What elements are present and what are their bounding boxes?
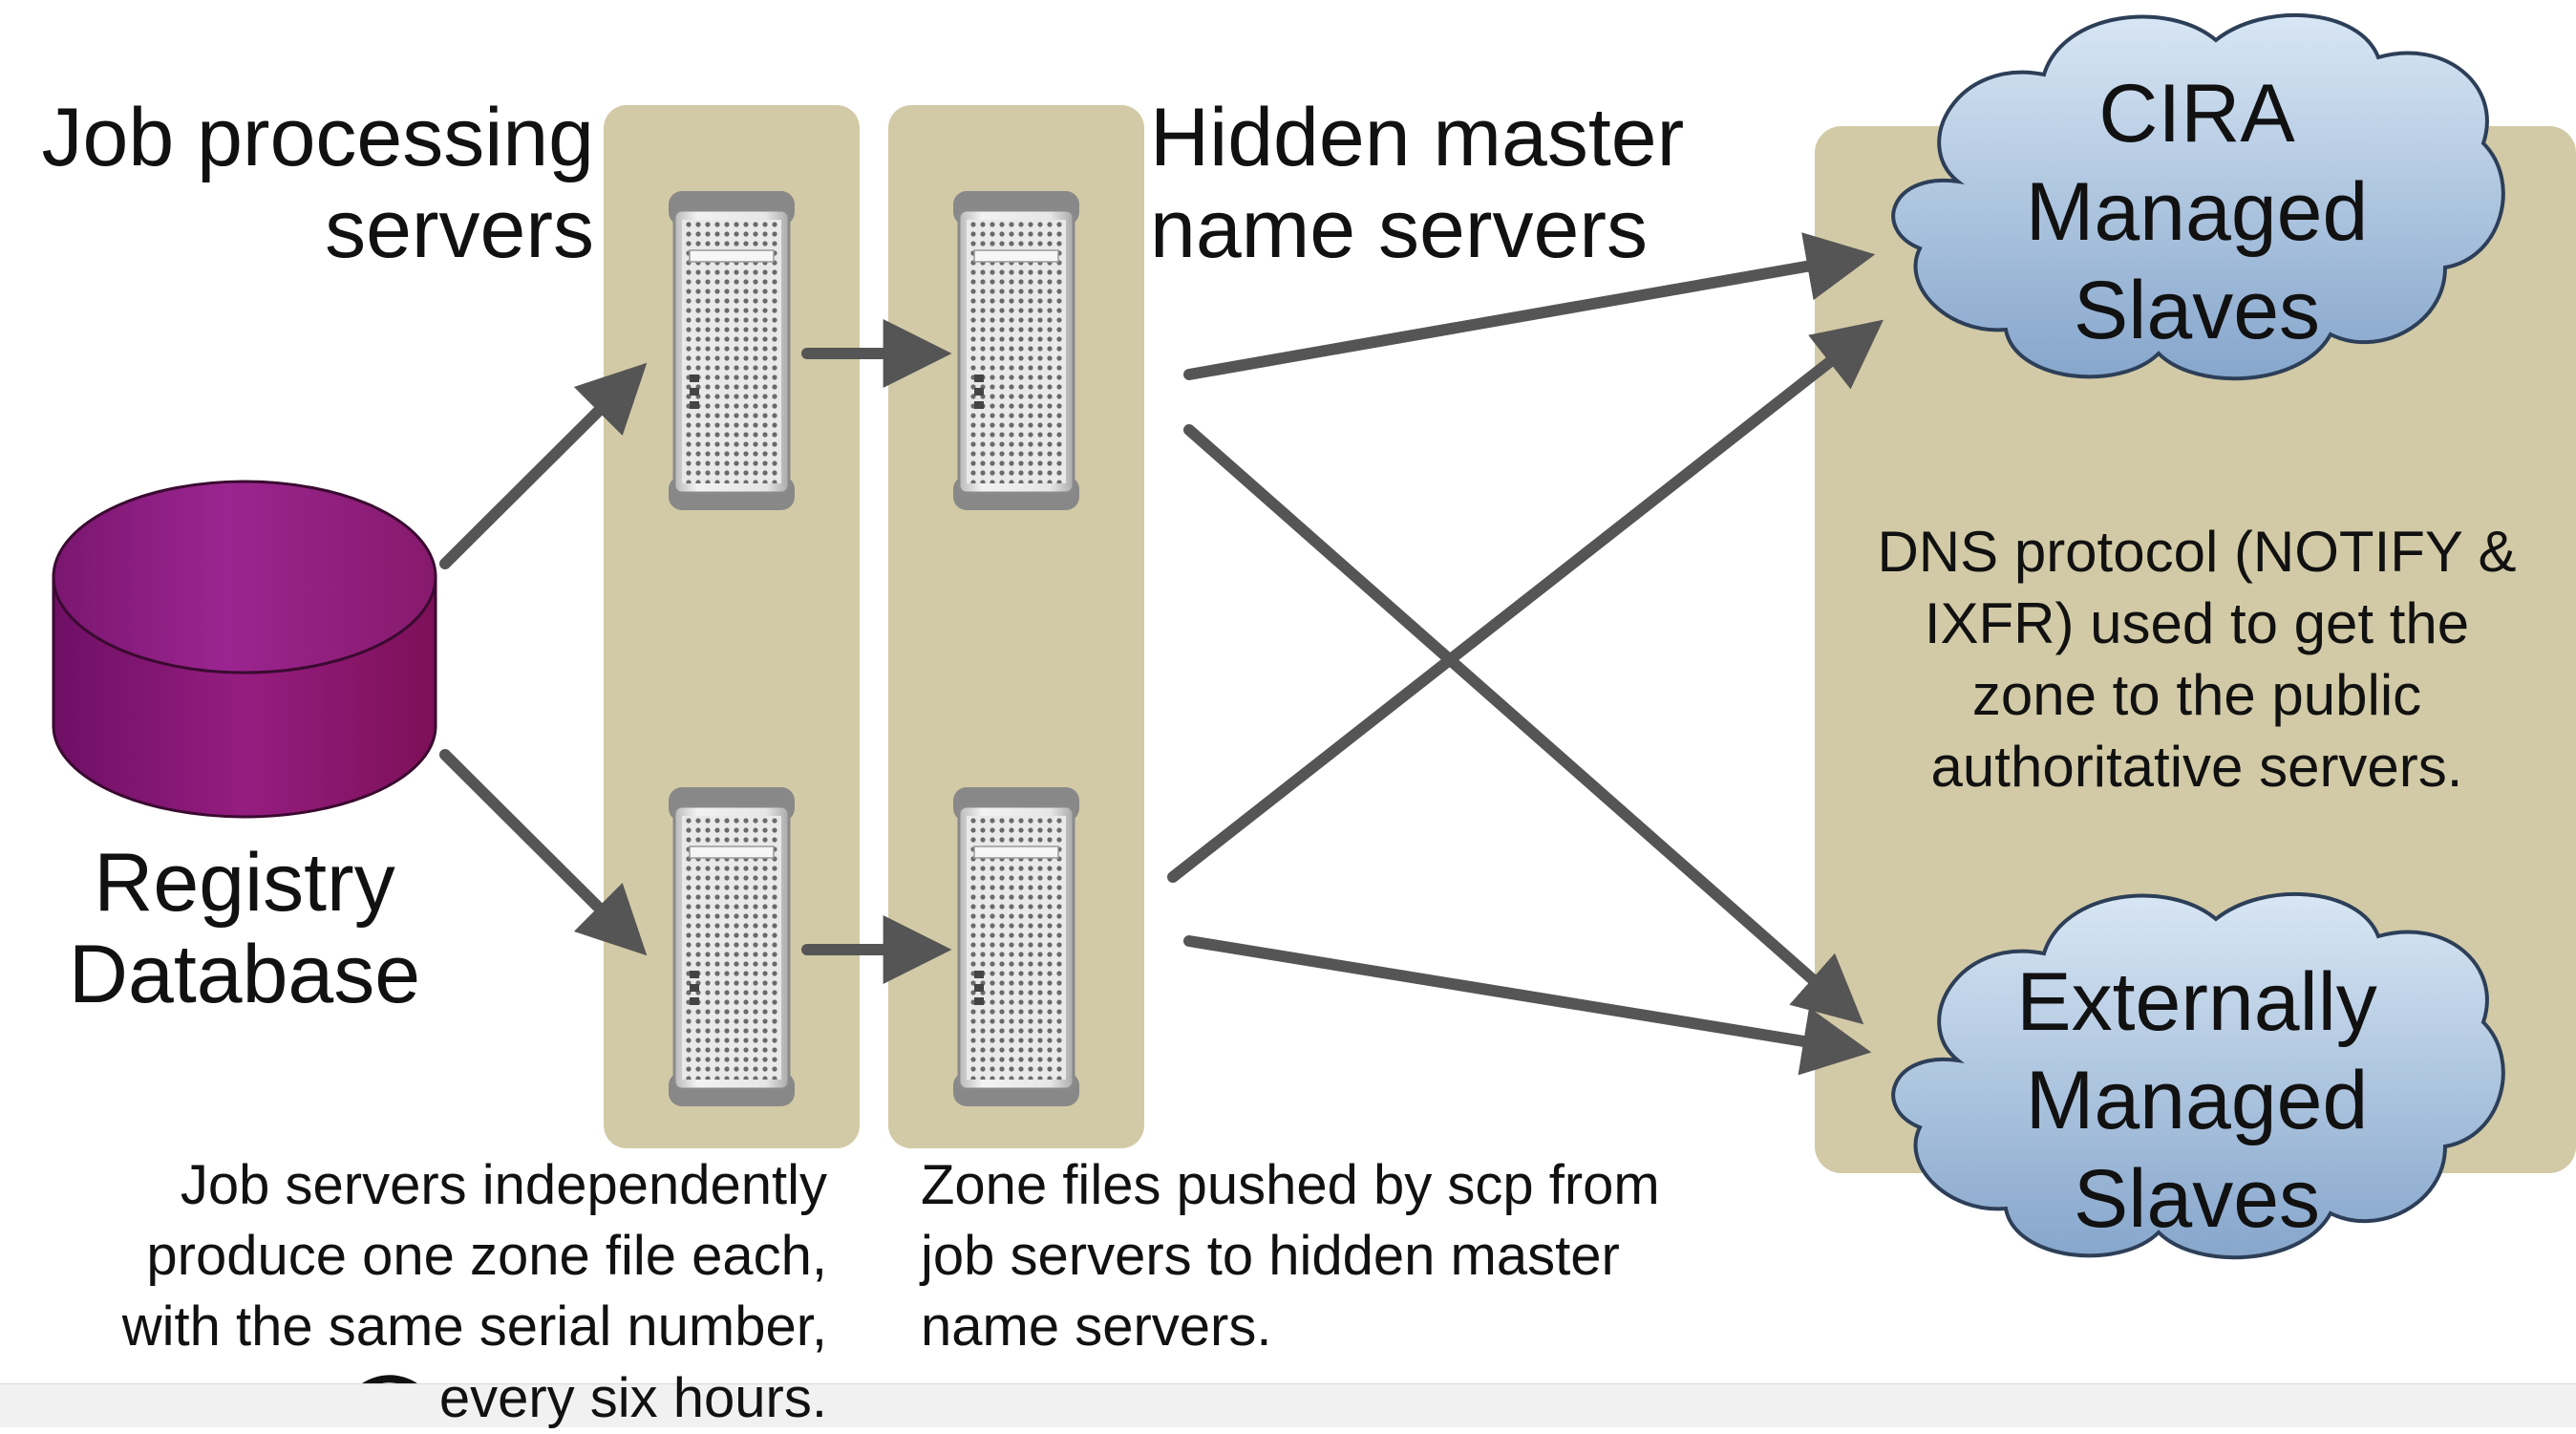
arrow-hidden1-to-cira <box>1183 232 1876 380</box>
arrow-db-to-job2 <box>439 749 648 956</box>
arrow-hidden2-to-external <box>1183 935 1872 1076</box>
externally-managed-slaves-label: Externally Managed Slaves <box>2016 956 2377 1246</box>
job-servers-panel <box>604 105 860 1148</box>
cloud-icon <box>1891 892 2505 1260</box>
arrow-db-to-job1 <box>439 362 648 569</box>
public-servers-panel <box>1815 126 2576 1173</box>
arrow-hidden1-to-external <box>1183 424 1864 1025</box>
registry-database-label: Registry Database <box>68 837 421 1021</box>
job-servers-note: Job servers independently produce one zo… <box>121 1154 827 1429</box>
arrow-hidden2-to-cira <box>1167 319 1884 883</box>
zone-files-note: Zone files pushed by scp from job server… <box>921 1154 1660 1359</box>
server-icon <box>951 785 1081 1108</box>
server-icon <box>667 785 797 1108</box>
server-icon <box>667 189 797 512</box>
connection-arrows <box>439 232 1884 1076</box>
job-processing-label: Job processing servers <box>41 92 594 276</box>
database-icon <box>52 480 437 819</box>
server-icon <box>951 189 1081 512</box>
bottom-strip <box>0 1383 2576 1427</box>
hidden-master-panel <box>888 105 1144 1148</box>
cira-managed-slaves-label: CIRA Managed Slaves <box>2025 68 2369 357</box>
hidden-master-label: Hidden master name servers <box>1150 92 1685 276</box>
cloud-icon <box>1891 13 2505 381</box>
dns-protocol-note: DNS protocol (NOTIFY & IXFR) used to get… <box>1877 520 2517 799</box>
